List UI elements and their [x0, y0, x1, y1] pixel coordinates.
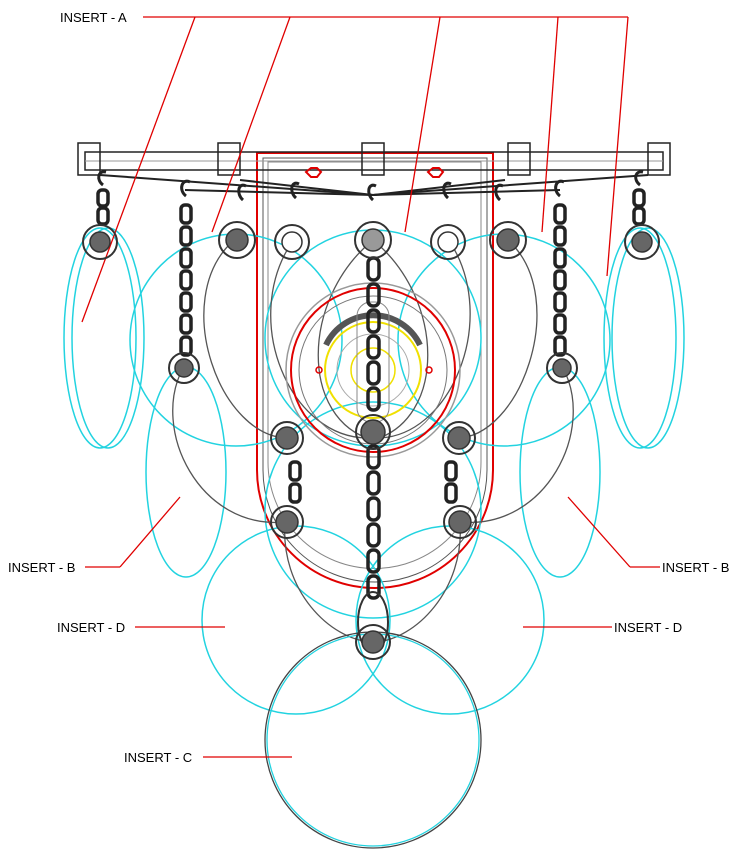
support-wires: [99, 174, 649, 196]
insert-a-outline: [63, 227, 137, 449]
label-insert-b-left: INSERT - B: [8, 560, 75, 575]
insert-a-outline: [397, 233, 611, 447]
insert-d-outline: [355, 525, 545, 715]
insert-c-outline: [266, 633, 480, 847]
insert-center-outline: [264, 401, 482, 619]
label-insert-d-left: INSERT - D: [57, 620, 125, 635]
mount-bracket-icon: [217, 142, 241, 176]
label-insert-b-right: INSERT - B: [662, 560, 729, 575]
leader-lines: [81, 16, 660, 758]
label-insert-a: INSERT - A: [60, 10, 127, 25]
wire-loops: [172, 239, 574, 643]
roller-bearing-icon: [82, 221, 660, 660]
mount-bracket-icon: [647, 142, 671, 176]
mount-bracket-icon: [507, 142, 531, 176]
insert-c-outline: [264, 631, 482, 849]
mount-bracket-icon: [77, 142, 101, 176]
insert-d-outline: [201, 525, 391, 715]
insert-a-outline: [603, 227, 677, 449]
label-insert-d-right: INSERT - D: [614, 620, 682, 635]
insert-b-outline: [145, 366, 227, 578]
hook-icon: [97, 170, 644, 202]
mount-bracket-icon: [361, 142, 385, 176]
insert-a-outline: [611, 227, 685, 449]
hex-nut-icon: [304, 167, 323, 178]
label-insert-c: INSERT - C: [124, 750, 192, 765]
hex-nut-icon: [426, 167, 445, 178]
insert-b-outline: [519, 366, 601, 578]
chain-link-icon: [96, 188, 646, 504]
top-bar: [77, 142, 671, 176]
chain-link-icon: [366, 256, 381, 600]
insert-labels: INSERT - A INSERT - B INSERT - B INSERT …: [8, 10, 729, 765]
insert-a-outline: [71, 227, 145, 449]
